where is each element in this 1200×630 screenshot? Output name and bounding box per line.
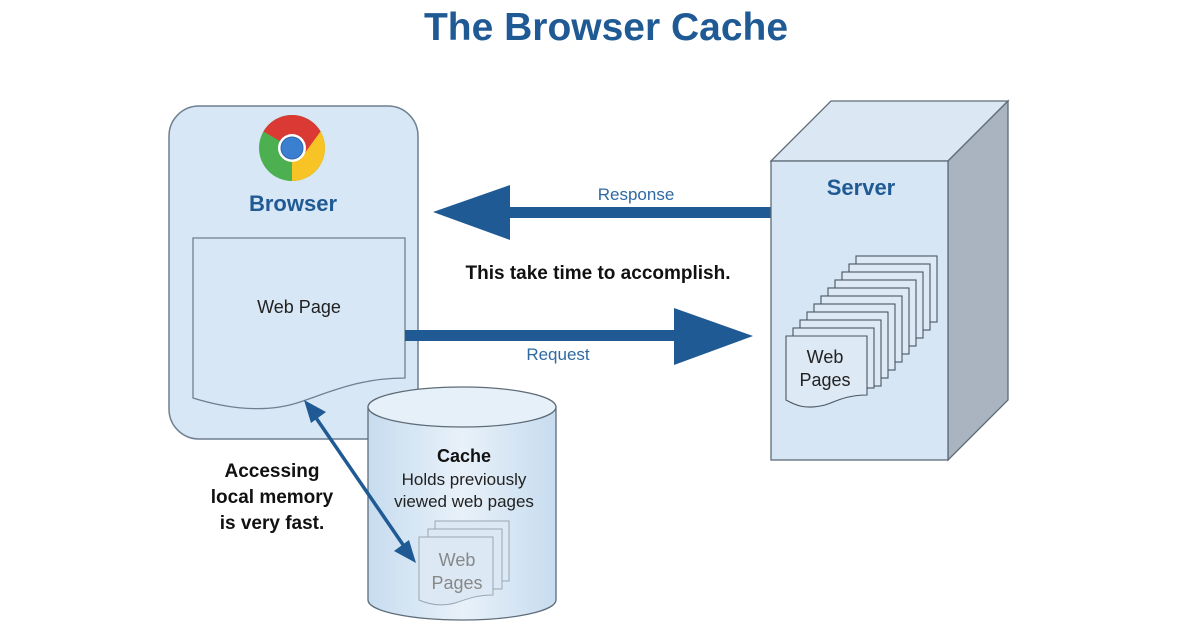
web-page-label: Web Page	[257, 297, 341, 317]
server-box: Server Web Pages	[769, 99, 1010, 462]
request-arrow	[405, 308, 753, 365]
cache-cylinder: Cache Holds previously viewed web pages …	[367, 386, 557, 621]
cache-pages-label-line2: Pages	[431, 573, 482, 593]
local-note-line3: is very fast.	[220, 513, 325, 534]
request-label: Request	[526, 345, 590, 364]
chrome-logo-icon	[259, 114, 326, 181]
cache-title: Cache	[437, 446, 491, 466]
server-label: Server	[827, 175, 896, 200]
cache-desc-line2: viewed web pages	[394, 492, 534, 511]
local-note-line2: local memory	[211, 487, 334, 508]
local-note-line1: Accessing	[224, 461, 319, 482]
server-web-pages-stack	[785, 255, 938, 408]
cache-access-arrow	[304, 400, 416, 563]
cache-desc-line1: Holds previously	[402, 470, 527, 489]
diagram-title: The Browser Cache	[424, 6, 788, 49]
browser-box: Browser Web Page	[168, 105, 419, 440]
server-pages-label-line2: Pages	[799, 370, 850, 390]
response-arrow	[433, 185, 809, 240]
latency-note: This take time to accomplish.	[465, 263, 730, 284]
cache-pages-label-line1: Web	[439, 550, 476, 570]
browser-label: Browser	[249, 191, 337, 216]
web-page-document	[192, 237, 406, 410]
cache-web-pages-stack	[418, 520, 510, 606]
server-pages-label-line1: Web	[807, 347, 844, 367]
response-label: Response	[598, 185, 675, 204]
